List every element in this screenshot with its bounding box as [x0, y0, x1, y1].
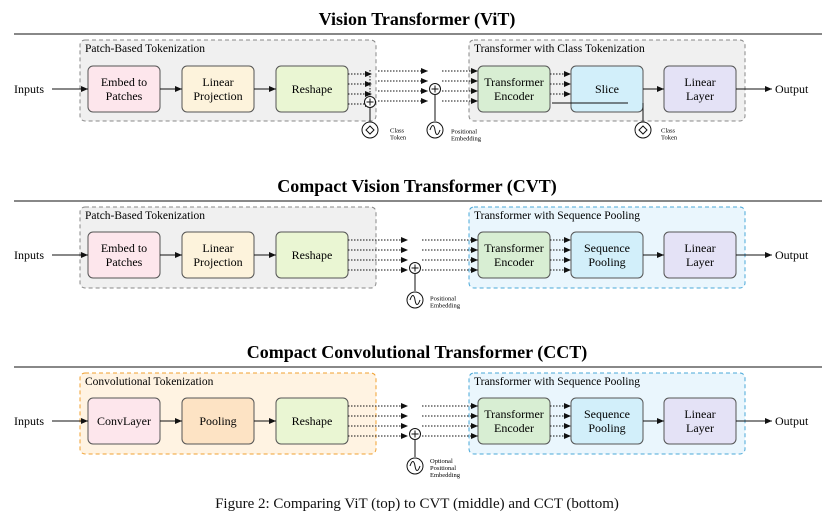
s0-box-3 [477, 65, 551, 113]
s0-class-token-icon-diamond [365, 125, 375, 135]
s0-out-class-token-icon [634, 121, 652, 139]
s0-inputs-label: Inputs [14, 82, 44, 96]
s0-pos-embed-note: Embedding [451, 136, 482, 143]
s0-transformer-group-label: Transformer with Class Tokenization [474, 43, 645, 55]
s2-box-2-label: Reshape [292, 414, 333, 428]
s0-box-4-label: Slice [595, 82, 619, 96]
s1-box-1-label: Linear [202, 241, 233, 255]
s2-tokenization-group-label: Convolutional Tokenization [85, 376, 214, 388]
s0-box-3-label: Encoder [494, 89, 534, 103]
s0-title: Vision Transformer (ViT) [319, 9, 516, 30]
s0-box-1-label: Linear [202, 75, 233, 89]
s1-output-label: Output [775, 248, 809, 262]
s0-box-3-label: Transformer [484, 75, 544, 89]
s2-output-label: Output [775, 414, 809, 428]
s2-box-5-label: Layer [686, 421, 714, 435]
s1-box-3-label: Transformer [484, 241, 544, 255]
s2-pos-embed-icon-wave [409, 461, 421, 471]
s0-class-token-icon [361, 121, 379, 139]
s0-output-label: Output [775, 82, 809, 96]
s2-pos-embed-note: Optional [430, 458, 453, 465]
s0-out-class-token-icon-diamond [638, 125, 648, 135]
s2-box-4-label: Sequence [584, 407, 630, 421]
s1-pos-embed-note: Positional [430, 296, 456, 303]
s1-box-5-label: Linear [684, 241, 715, 255]
s2-box-4-label: Pooling [588, 421, 625, 435]
figure-caption: Figure 2: Comparing ViT (top) to CVT (mi… [215, 496, 619, 512]
s1-box-0-label: Embed to [101, 241, 147, 255]
s0-box-0-label: Patches [106, 89, 143, 103]
s0-pos-embed-note: Positional [451, 129, 477, 136]
s0-box-5-label: Linear [684, 75, 715, 89]
s0-tokenization-group-label: Patch-Based Tokenization [85, 43, 205, 55]
s1-box-5-label: Layer [686, 255, 714, 269]
s0-out-class-token-note: Class [661, 128, 676, 135]
s2-box-3-label: Encoder [494, 421, 534, 435]
s2-pos-embed-note: Embedding [430, 472, 461, 479]
s1-inputs-label: Inputs [14, 248, 44, 262]
s2-title: Compact Convolutional Transformer (CCT) [247, 342, 588, 363]
s0-box-0-label: Embed to [101, 75, 147, 89]
s0-out-class-token-note: Token [661, 135, 678, 142]
s1-tokenization-group-label: Patch-Based Tokenization [85, 210, 205, 222]
s0-box-1-label: Projection [193, 89, 242, 103]
s1-title: Compact Vision Transformer (CVT) [277, 176, 556, 197]
s2-box-5-label: Linear [684, 407, 715, 421]
s2-pos-embed-note: Positional [430, 465, 456, 472]
s0-box-2-label: Reshape [292, 82, 333, 96]
s2-box-3 [477, 397, 551, 445]
s1-box-3 [477, 231, 551, 279]
s1-pos-embed-icon-wave [409, 295, 421, 305]
s1-box-3-label: Encoder [494, 255, 534, 269]
s1-pos-embed-note: Embedding [430, 303, 461, 310]
s2-inputs-label: Inputs [14, 414, 44, 428]
s1-box-1-label: Projection [193, 255, 242, 269]
s0-pos-embed-icon-wave [429, 125, 441, 135]
s0-class-token-note: Class [390, 128, 405, 135]
s2-transformer-group-label: Transformer with Sequence Pooling [474, 376, 640, 388]
s1-box-0-label: Patches [106, 255, 143, 269]
s2-box-1-label: Pooling [199, 414, 236, 428]
s0-class-token-note: Token [390, 135, 407, 142]
s2-box-3-label: Transformer [484, 407, 544, 421]
s2-box-0-label: ConvLayer [97, 414, 151, 428]
s1-box-4-label: Pooling [588, 255, 625, 269]
s1-transformer-group-label: Transformer with Sequence Pooling [474, 210, 640, 222]
s0-box-5-label: Layer [686, 89, 714, 103]
s1-box-4-label: Sequence [584, 241, 630, 255]
s1-box-2-label: Reshape [292, 248, 333, 262]
